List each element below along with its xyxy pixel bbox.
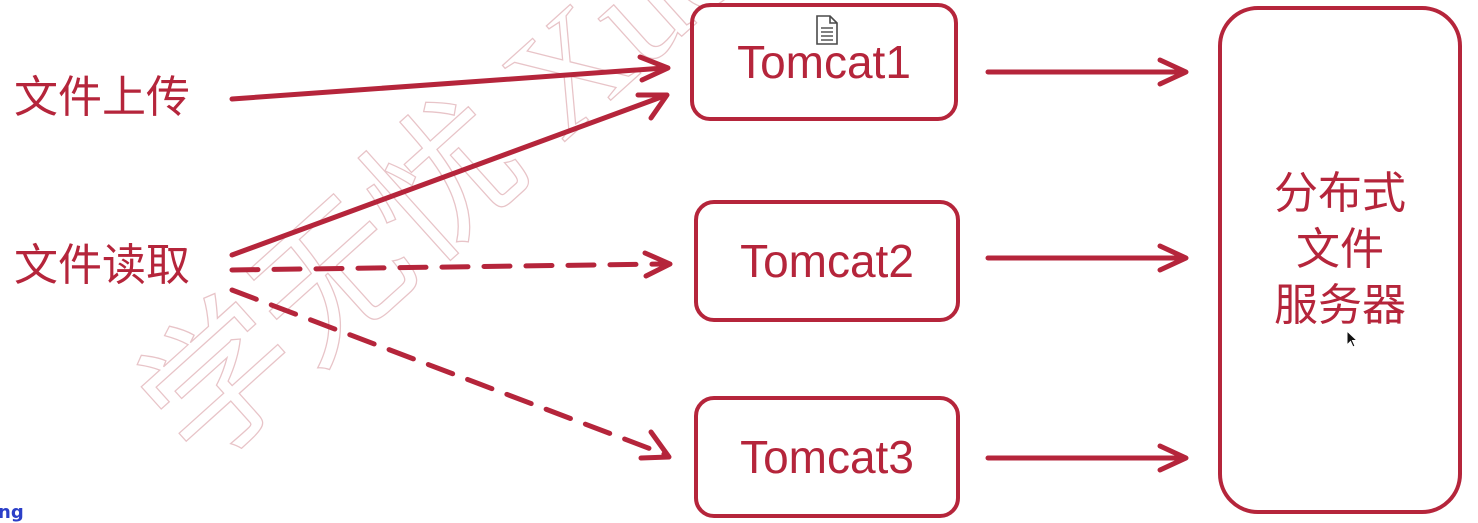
arrowhead-read-to-tomcat1	[635, 92, 670, 121]
tomcat3-node: Tomcat3	[694, 396, 960, 518]
arrow-read-to-tomcat1	[229, 93, 667, 258]
arrowhead-read-to-tomcat2	[642, 250, 673, 279]
corner-text: ng	[0, 502, 24, 523]
distributed-file-server-node: 分布式 文件 服务器	[1218, 6, 1462, 514]
file-read-label: 文件读取	[14, 240, 190, 291]
tomcat2-node: Tomcat2	[694, 200, 960, 322]
arrowhead-tomcat2-to-server	[1157, 243, 1189, 273]
document-icon	[816, 15, 838, 45]
arrowhead-upload-to-tomcat1	[637, 54, 671, 83]
tomcat3-label: Tomcat3	[740, 431, 914, 483]
file-upload-label: 文件上传	[14, 72, 190, 123]
server-label-line3: 服务器	[1274, 280, 1406, 331]
arrowhead-tomcat1-to-server	[1157, 57, 1189, 87]
arrowhead-read-to-tomcat3	[638, 429, 672, 461]
arrowhead-tomcat3-to-server	[1157, 443, 1189, 473]
arrow-read-to-tomcat2	[229, 261, 667, 273]
arrow-read-to-tomcat3	[229, 287, 667, 457]
server-label-line2: 文件	[1296, 224, 1384, 275]
server-label-line1: 分布式	[1274, 168, 1406, 219]
arrow-upload-to-tomcat1	[229, 65, 667, 102]
tomcat2-label: Tomcat2	[740, 235, 914, 287]
mouse-cursor-icon	[1346, 330, 1358, 348]
